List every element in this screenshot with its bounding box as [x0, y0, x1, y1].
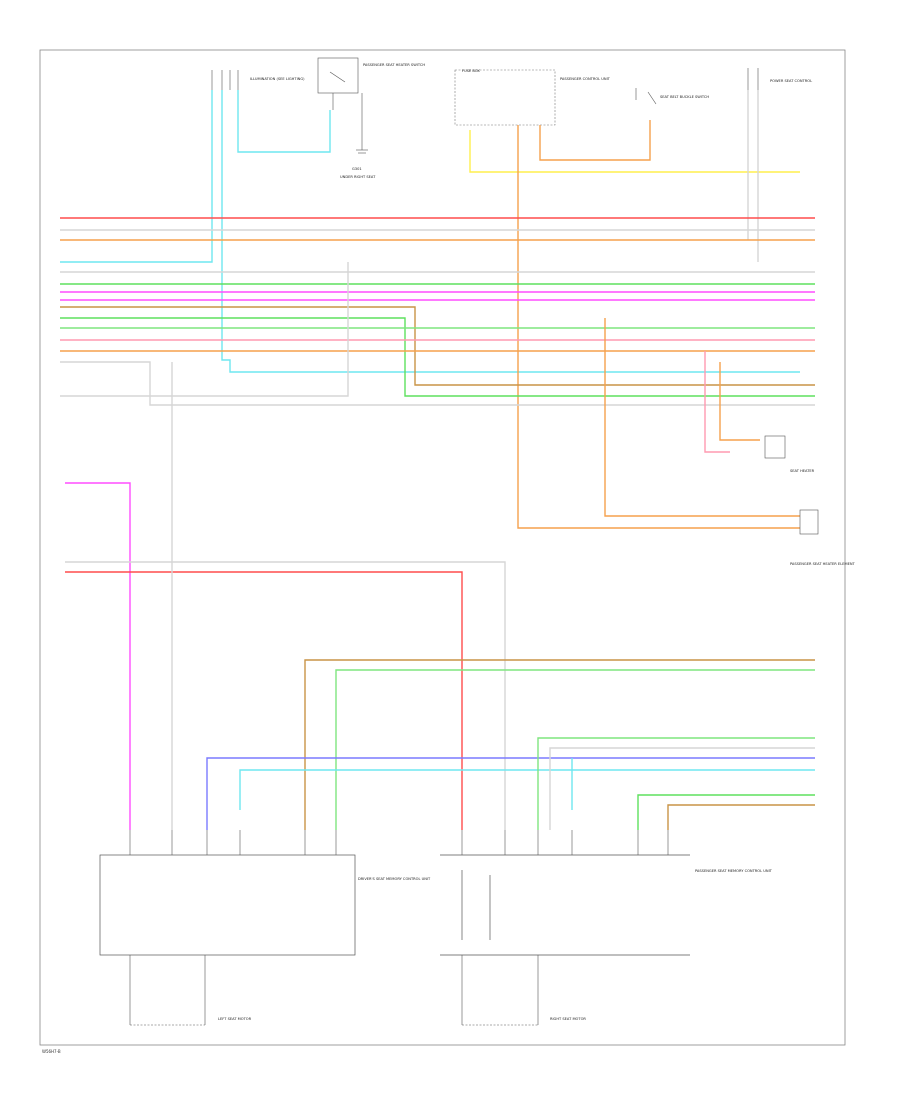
bus-wires — [60, 217, 815, 517]
right-connector-1-label: SEAT HEATER — [790, 469, 815, 473]
top-feed-wires — [60, 90, 800, 529]
top-ground-symbol — [356, 135, 368, 154]
footer-code: W56H7-B — [42, 1049, 61, 1054]
mid-module-box — [454, 69, 556, 126]
top-ground-label: G301 — [352, 167, 362, 171]
top-left-group-label: ILLUMINATION (SEE LIGHTING) — [250, 77, 305, 81]
top-right-group-label: POWER SEAT CONTROL — [770, 79, 812, 83]
diagram-frame — [39, 49, 846, 1046]
right-connector-2 — [799, 509, 819, 535]
top-switch-box — [317, 57, 363, 135]
left-motor-label: LEFT SEAT MOTOR — [218, 1017, 252, 1021]
mid-module-label: PASSENGER CONTROL UNIT — [560, 77, 611, 81]
left-module-label: DRIVER'S SEAT MEMORY CONTROL UNIT — [358, 877, 431, 881]
top-left-connector-group — [211, 70, 239, 90]
right-connector-1 — [764, 435, 786, 459]
top-ground-note: UNDER RIGHT SEAT — [340, 175, 376, 179]
seat-belt-switch — [635, 88, 657, 105]
right-module — [440, 854, 690, 956]
right-connector-2-label: PASSENGER SEAT HEATER ELEMENT — [790, 562, 856, 566]
right-module-label: PASSENGER SEAT MEMORY CONTROL UNIT — [695, 869, 773, 873]
fuse-label: FUSE BOX — [462, 69, 480, 73]
left-motor-ground — [129, 955, 206, 1026]
top-right-connector-group — [747, 68, 759, 90]
right-motor-ground — [461, 955, 539, 1026]
left-module — [99, 854, 356, 956]
top-switch-label: PASSENGER SEAT HEATER SWITCH — [363, 63, 425, 67]
mid-wires — [65, 362, 815, 830]
seat-belt-label: SEAT BELT BUCKLE SWITCH — [660, 95, 709, 99]
module-pin-leads — [129, 830, 669, 855]
right-motor-label: RIGHT SEAT MOTOR — [550, 1017, 586, 1021]
